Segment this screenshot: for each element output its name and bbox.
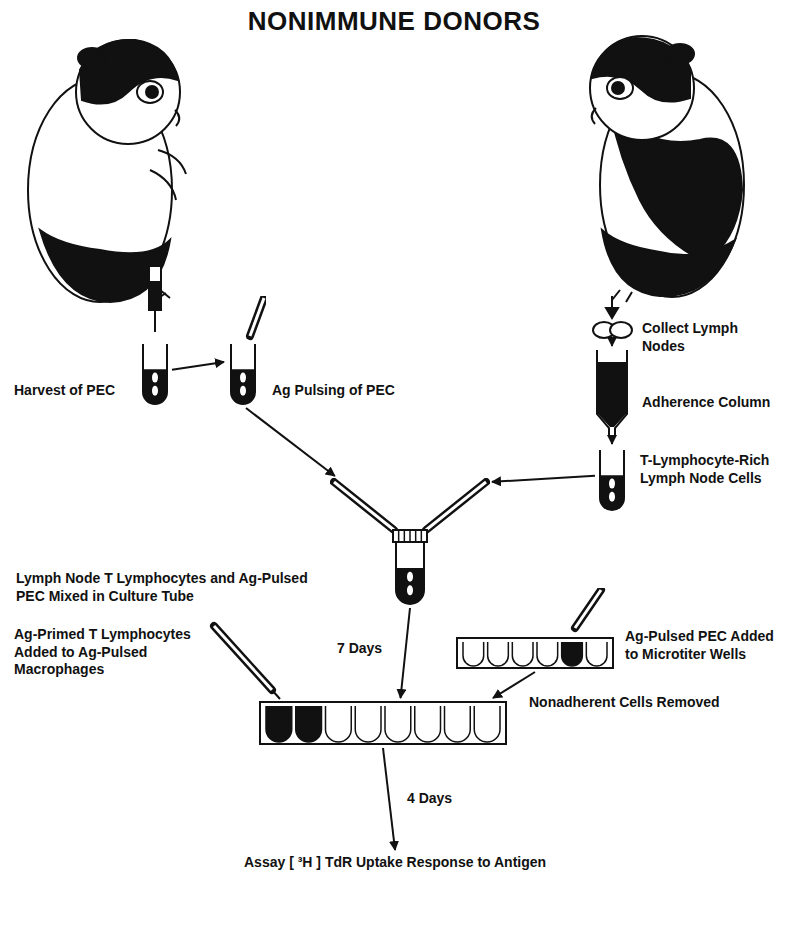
flow-arrow xyxy=(383,748,395,850)
cell-tube: T-Lymphocyte-Rich Lymph Node Cells xyxy=(597,446,627,512)
guinea-pig xyxy=(28,40,186,332)
flow-arrow xyxy=(246,408,335,476)
step-label: T-Lymphocyte-Rich Lymph Node Cells xyxy=(640,452,786,487)
adherence-column: Adherence Column xyxy=(594,348,630,436)
culture-tube-icon xyxy=(330,478,490,606)
step-label: Lymph Node T Lymphocytes and Ag-Pulsed P… xyxy=(16,570,320,605)
assay-step: Assay [ ³H ] TdR Uptake Response to Anti… xyxy=(240,852,550,874)
pipette xyxy=(214,626,280,699)
flow-arrow xyxy=(401,608,411,698)
flow-arrow xyxy=(172,362,224,370)
step-label: Ag Pulsing of PEC xyxy=(272,382,422,400)
diagram-title: NONIMMUNE DONORS xyxy=(0,6,788,37)
step-label: Ag-Pulsed PEC Added to Microtiter Wells xyxy=(625,628,785,663)
step-label: Assay [ ³H ] TdR Uptake Response to Anti… xyxy=(240,852,550,874)
culture-tube: Lymph Node T Lymphocytes and Ag-Pulsed P… xyxy=(330,478,490,606)
collection-tube: Harvest of PEC xyxy=(140,340,170,406)
flow-arrow xyxy=(492,476,595,482)
collection-tube-icon xyxy=(140,340,170,406)
edge-label: 4 Days xyxy=(404,790,455,806)
step-label: Collect Lymph Nodes xyxy=(642,320,782,355)
cell-tube-icon xyxy=(597,446,627,512)
lymph-node-symbol: Collect Lymph Nodes xyxy=(590,318,634,342)
microtiter-plate-icon xyxy=(455,588,615,670)
microtiter-plate: Ag-Primed T Lymphocytes Added to Ag-Puls… xyxy=(258,700,508,746)
adherence-column-icon xyxy=(594,348,630,436)
edge-label: 7 Days xyxy=(334,640,385,656)
step-label: Adherence Column xyxy=(642,394,782,412)
flow-arrow xyxy=(611,438,613,444)
edge-label: Nonadherent Cells Removed xyxy=(526,694,723,710)
step-label: Ag-Primed T Lymphocytes Added to Ag-Puls… xyxy=(14,626,200,679)
flow-arrow xyxy=(611,344,613,346)
microtiter-plate: Ag-Pulsed PEC Added to Microtiter Wells xyxy=(455,588,615,670)
pulsing-tube-icon xyxy=(226,296,266,406)
pulsing-tube: Ag Pulsing of PEC xyxy=(226,296,266,406)
lymph-node-symbol-icon xyxy=(590,318,634,342)
guinea-pig xyxy=(590,36,744,302)
step-label: Harvest of PEC xyxy=(14,382,134,400)
step-arrow xyxy=(606,296,618,318)
microtiter-plate-icon xyxy=(258,700,508,746)
